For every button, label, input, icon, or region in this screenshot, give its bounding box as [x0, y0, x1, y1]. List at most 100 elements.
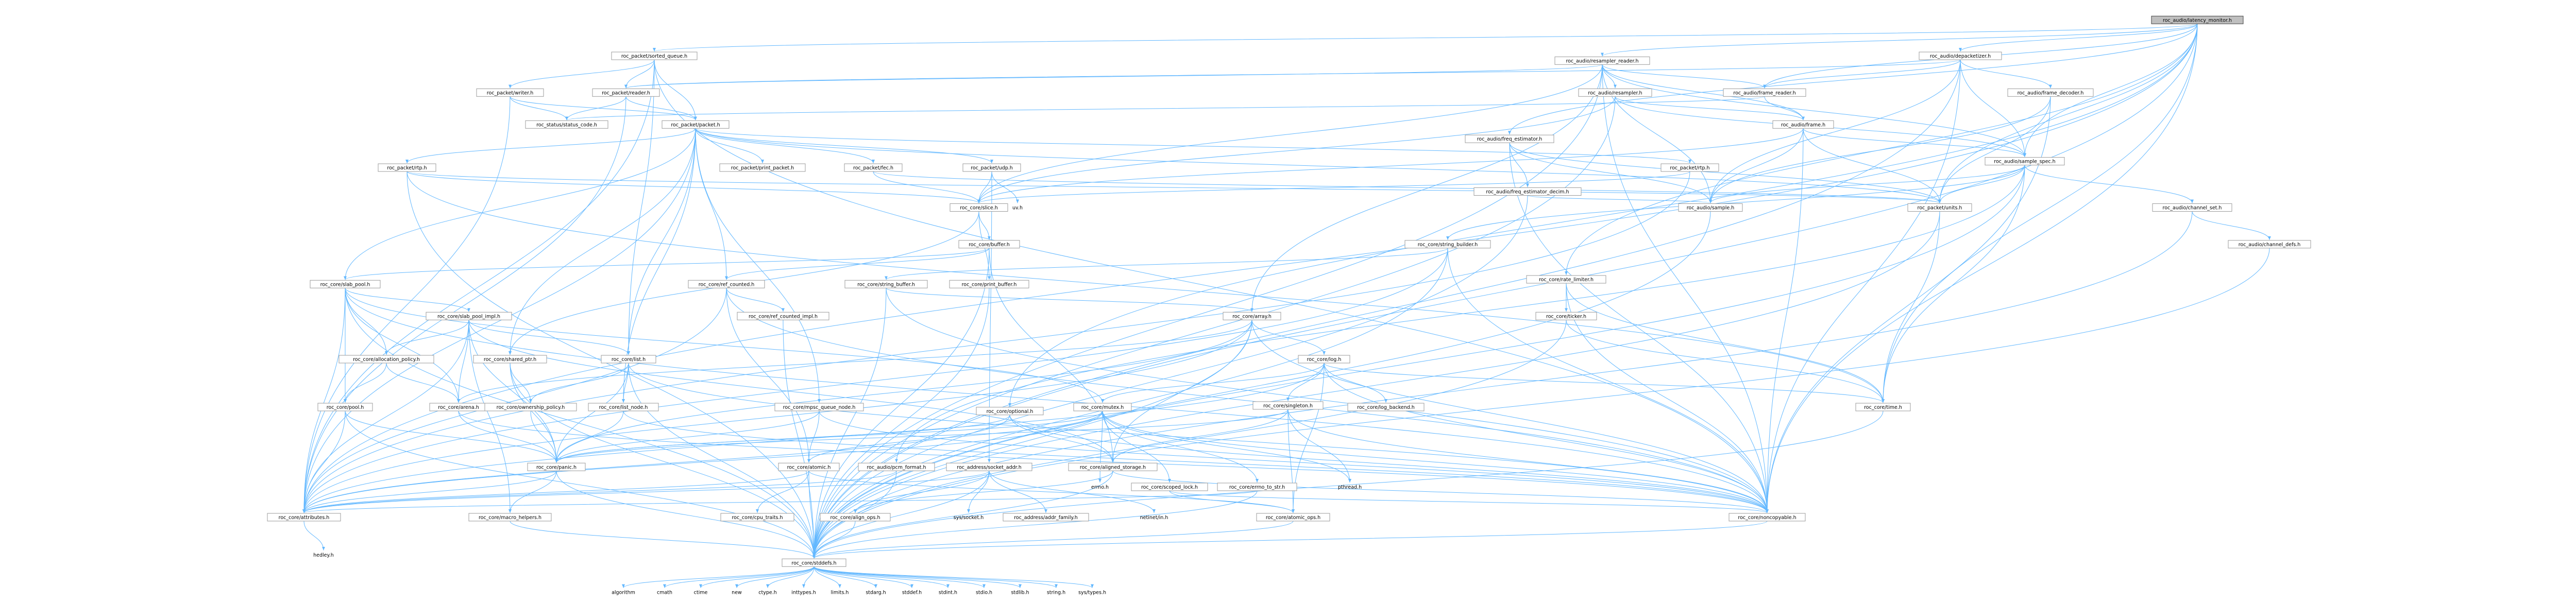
node-roc-core-atomic-h[interactable]: roc_core/atomic.h: [778, 462, 840, 471]
node-roc-core-singleton-h[interactable]: roc_core/singleton.h: [1252, 401, 1324, 410]
node-roc-core-list-h[interactable]: roc_core/list.h: [601, 355, 656, 364]
node-roc-core-mpsc-queue-node-h[interactable]: roc_core/mpsc_queue_node.h: [774, 403, 864, 411]
node-roc-core-atomic-ops-h[interactable]: roc_core/atomic_ops.h: [1256, 513, 1330, 522]
node-roc-core-slab-pool-impl-h[interactable]: roc_core/slab_pool_impl.h: [426, 312, 512, 320]
node-roc-core-macro-helpers-h[interactable]: roc_core/macro_helpers.h: [468, 513, 552, 522]
node-roc-packet-sorted-queue-h[interactable]: roc_packet/sorted_queue.h: [611, 51, 698, 60]
node-label: roc_core/panic.h: [536, 464, 577, 470]
edge: [1112, 470, 1769, 513]
node-roc-audio-pcm-format-h[interactable]: roc_audio/pcm_format.h: [858, 462, 935, 471]
node-roc-core-rate-limiter-h[interactable]: roc_core/rate_limiter.h: [1526, 275, 1606, 284]
edge: [695, 128, 764, 164]
node-roc-core-noncopyable-h[interactable]: roc_core/noncopyable.h: [1728, 513, 1806, 522]
edge: [1101, 363, 1325, 403]
node-roc-core-align-ops-h[interactable]: roc_core/align_ops.h: [820, 513, 891, 522]
node-roc-core-ref-counted-h[interactable]: roc_core/ref_counted.h: [688, 280, 765, 288]
node-roc-core-log-h[interactable]: roc_core/log.h: [1298, 355, 1350, 364]
node-roc-packet-print-packet-h[interactable]: roc_packet/print_packet.h: [719, 163, 806, 172]
node-roc-audio-sample-h[interactable]: roc_audio/sample.h: [1678, 203, 1743, 212]
node-label: uv.h: [1012, 205, 1023, 211]
node-stdio-h: stdio.h: [976, 590, 992, 596]
node-ctype-h: ctype.h: [758, 590, 777, 596]
node-roc-core-stddefs-h[interactable]: roc_core/stddefs.h: [782, 558, 846, 567]
node-roc-core-print-buffer-h[interactable]: roc_core/print_buffer.h: [949, 280, 1029, 288]
edge: [1169, 490, 1295, 513]
edge: [1764, 96, 1805, 120]
node-roc-audio-freq-estimator-decim-h[interactable]: roc_audio/freq_estimator_decim.h: [1473, 187, 1582, 196]
node-roc-packet-reader-h[interactable]: roc_packet/reader.h: [592, 88, 660, 97]
node-roc-packet-rtp-h[interactable]: roc_packet/rtp.h: [1660, 163, 1719, 172]
node-roc-audio-sample-spec-h[interactable]: roc_audio/sample_spec.h: [1985, 157, 2065, 166]
node-roc-audio-latency-monitor-h[interactable]: roc_audio/latency_monitor.h: [2151, 15, 2244, 24]
node-roc-core-mutex-h[interactable]: roc_core/mutex.h: [1073, 403, 1132, 411]
node-roc-audio-frame-reader-h[interactable]: roc_audio/frame_reader.h: [1723, 88, 1806, 97]
node-box: [737, 312, 829, 320]
node-roc-core-ticker-h[interactable]: roc_core/ticker.h: [1535, 312, 1597, 320]
edge: [812, 288, 887, 559]
node-roc-core-ref-counted-impl-h[interactable]: roc_core/ref_counted_impl.h: [737, 312, 829, 320]
edge: [302, 248, 1448, 513]
edge: [812, 211, 1711, 559]
node-roc-status-status-code-h[interactable]: roc_status/status_code.h: [525, 120, 608, 129]
node-roc-core-slice-h[interactable]: roc_core/slice.h: [950, 203, 1008, 212]
node-roc-core-attributes-h[interactable]: roc_core/attributes.h: [267, 513, 341, 522]
node-roc-audio-frame-h[interactable]: roc_audio/frame.h: [1772, 120, 1834, 129]
node-roc-packet-rtp-h[interactable]: roc_packet/rtp.h: [378, 163, 436, 172]
node-roc-audio-depacketizer-h[interactable]: roc_audio/depacketizer.h: [1919, 51, 2002, 60]
node-roc-core-string-builder-h[interactable]: roc_core/string_builder.h: [1404, 240, 1491, 249]
node-roc-core-time-h[interactable]: roc_core/time.h: [1855, 403, 1911, 411]
node-roc-audio-resampler-h[interactable]: roc_audio/resampler.h: [1578, 88, 1652, 97]
node-roc-packet-fec-h[interactable]: roc_packet/fec.h: [844, 163, 903, 172]
edge: [1766, 24, 2198, 513]
node-roc-core-arena-h[interactable]: roc_core/arena.h: [429, 403, 488, 411]
node-roc-audio-channel-set-h[interactable]: roc_audio/channel_set.h: [2152, 203, 2232, 212]
node-label: roc_audio/resampler_reader.h: [1566, 58, 1638, 64]
node-roc-core-allocation-policy-h[interactable]: roc_core/allocation_policy.h: [338, 355, 434, 364]
node-roc-audio-resampler-reader-h[interactable]: roc_audio/resampler_reader.h: [1554, 56, 1650, 65]
edge: [814, 566, 913, 588]
node-roc-core-panic-h[interactable]: roc_core/panic.h: [527, 462, 586, 471]
node-roc-core-pool-h[interactable]: roc_core/pool.h: [317, 403, 373, 411]
node-roc-core-slab-pool-h[interactable]: roc_core/slab_pool.h: [310, 280, 381, 288]
edge: [1565, 24, 2198, 275]
node-box: [820, 513, 891, 522]
edge: [406, 171, 1885, 403]
edge: [812, 248, 2270, 559]
node-roc-core-buffer-h[interactable]: roc_core/buffer.h: [958, 240, 1020, 249]
node-roc-packet-units-h[interactable]: roc_packet/units.h: [1907, 203, 1972, 212]
node-roc-audio-frame-decoder-h[interactable]: roc_audio/frame_decoder.h: [2007, 88, 2094, 97]
node-roc-packet-packet-h[interactable]: roc_packet/packet.h: [662, 120, 730, 129]
edge: [873, 171, 1941, 203]
edge: [814, 566, 950, 588]
node-label: roc_packet/units.h: [1918, 205, 1962, 211]
node-inttypes-h: inttypes.h: [791, 590, 816, 596]
node-roc-packet-udp-h[interactable]: roc_packet/udp.h: [962, 163, 1021, 172]
node-roc-core-ownership-policy-h[interactable]: roc_core/ownership_policy.h: [484, 403, 577, 411]
node-roc-core-scoped-lock-h[interactable]: roc_core/scoped_lock.h: [1131, 483, 1208, 491]
node-roc-audio-freq-estimator-h[interactable]: roc_audio/freq_estimator.h: [1465, 134, 1554, 143]
edge: [1709, 128, 1804, 203]
node-roc-packet-writer-h[interactable]: roc_packet/writer.h: [476, 88, 544, 97]
node-label: stdarg.h: [866, 590, 886, 596]
node-roc-address-addr-family-h[interactable]: roc_address/addr_family.h: [1003, 513, 1089, 522]
node-roc-core-list-node-h[interactable]: roc_core/list_node.h: [588, 403, 659, 411]
node-roc-address-socket-addr-h[interactable]: roc_address/socket_addr.h: [946, 462, 1032, 471]
node-label: roc_core/ownership_policy.h: [497, 405, 565, 410]
node-box: [525, 120, 608, 129]
node-roc-core-shared-ptr-h[interactable]: roc_core/shared_ptr.h: [473, 355, 547, 364]
node-stddef-h: stddef.h: [902, 590, 922, 596]
node-roc-core-string-buffer-h[interactable]: roc_core/string_buffer.h: [844, 280, 928, 288]
node-roc-core-cpu-traits-h[interactable]: roc_core/cpu_traits.h: [720, 513, 794, 522]
edge: [1960, 59, 2026, 157]
node-box: [719, 163, 806, 172]
edge: [695, 128, 875, 164]
node-roc-core-log-backend-h[interactable]: roc_core/log_backend.h: [1347, 403, 1425, 411]
node-roc-core-errno-to-str-h[interactable]: roc_core/errno_to_str.h: [1217, 483, 1297, 491]
node-roc-core-array-h[interactable]: roc_core/array.h: [1223, 312, 1281, 320]
node-roc-core-optional-h[interactable]: roc_core/optional.h: [976, 407, 1044, 416]
node-roc-audio-channel-defs-h[interactable]: roc_audio/channel_defs.h: [2228, 240, 2311, 249]
node-roc-core-aligned-storage-h[interactable]: roc_core/aligned_storage.h: [1068, 462, 1158, 471]
edge: [1938, 96, 2051, 203]
node-label: roc_audio/resampler.h: [1588, 90, 1642, 96]
node-box: [688, 280, 765, 288]
